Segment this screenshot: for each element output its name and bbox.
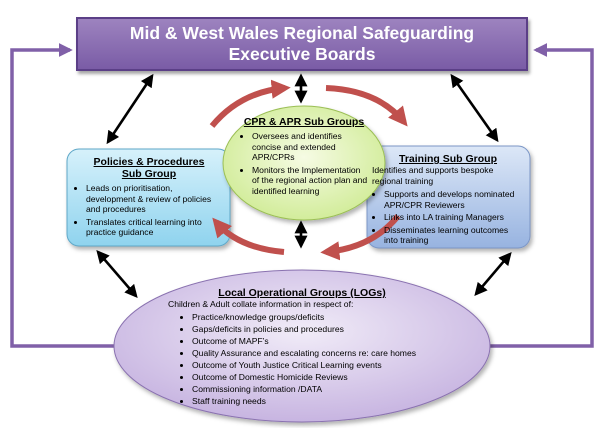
logs-group-text: Local Operational Groups (LOGs) Children… [168, 287, 436, 408]
executive-boards-title: Mid & West Wales Regional Safeguarding E… [92, 23, 512, 65]
list-item: Gaps/deficits in policies and procedures [192, 324, 436, 335]
cpr-group-title: CPR & APR Sub Groups [243, 116, 365, 128]
arrow-policies-logs [96, 250, 138, 298]
feedback-loop-left [10, 43, 155, 348]
executive-boards-box: Mid & West Wales Regional Safeguarding E… [76, 17, 528, 71]
cpr-ellipse [222, 105, 386, 221]
list-item: Disseminates learning outcomes into trai… [384, 225, 524, 246]
policies-group-title: Policies & Procedures Sub Group [74, 156, 224, 180]
training-group-list: Supports and develops nominated APR/CPR … [372, 189, 524, 246]
list-item: Supports and develops nominated APR/CPR … [384, 189, 524, 210]
title-line-2: Executive Boards [228, 44, 376, 64]
training-group-text: Training Sub Group Identifies and suppor… [372, 153, 524, 248]
policies-group-list: Leads on prioritisation, development & r… [74, 183, 224, 238]
list-item: Outcome of Youth Justice Critical Learni… [192, 360, 436, 371]
training-group-intro: Identifies and supports bespoke regional… [372, 165, 494, 186]
logs-group-intro: Children & Adult collate information in … [168, 299, 354, 309]
cycle-arrow-bottom-right [320, 214, 401, 261]
list-item: Leads on prioritisation, development & r… [86, 183, 224, 215]
logs-group-list: Practice/knowledge groups/deficits Gaps/… [168, 312, 436, 407]
cycle-arrows [209, 79, 408, 261]
connector-arrows [96, 73, 512, 298]
arrow-training-logs [474, 252, 512, 296]
list-item: Monitors the Implementation of the regio… [252, 165, 368, 197]
cpr-group-text: CPR & APR Sub Groups Oversees and identi… [240, 116, 368, 198]
training-group-title: Training Sub Group [399, 153, 497, 165]
policies-box [66, 148, 231, 247]
cycle-arrow-bottom-left [212, 217, 285, 255]
list-item: Oversees and identifies concise and exte… [252, 131, 368, 163]
list-item: Translates critical learning into practi… [86, 217, 224, 238]
arrow-title-training [450, 73, 499, 143]
arrow-title-policies [106, 73, 154, 145]
feedback-loop-right [450, 43, 594, 348]
list-item: Quality Assurance and escalating concern… [192, 348, 436, 359]
logs-group-title: Local Operational Groups (LOGs) [218, 287, 386, 299]
title-line-1: Mid & West Wales Regional Safeguarding [129, 23, 475, 43]
list-item: Outcome of Domestic Homicide Reviews [192, 372, 436, 383]
cycle-arrow-top-right [325, 85, 408, 127]
logs-ellipse [113, 269, 491, 423]
cycle-arrow-top-left [209, 79, 291, 128]
list-item: Outcome of MAPF’s [192, 336, 436, 347]
policies-title-line-1: Policies & Procedures [93, 156, 205, 168]
list-item: Practice/knowledge groups/deficits [192, 312, 436, 323]
policies-group-text: Policies & Procedures Sub Group Leads on… [74, 156, 224, 240]
cpr-group-list: Oversees and identifies concise and exte… [240, 131, 368, 196]
list-item: Links into LA training Managers [384, 212, 524, 223]
list-item: Commissioning information /DATA [192, 384, 436, 395]
list-item: Staff training needs [192, 396, 436, 407]
policies-title-line-2: Sub Group [121, 168, 177, 180]
